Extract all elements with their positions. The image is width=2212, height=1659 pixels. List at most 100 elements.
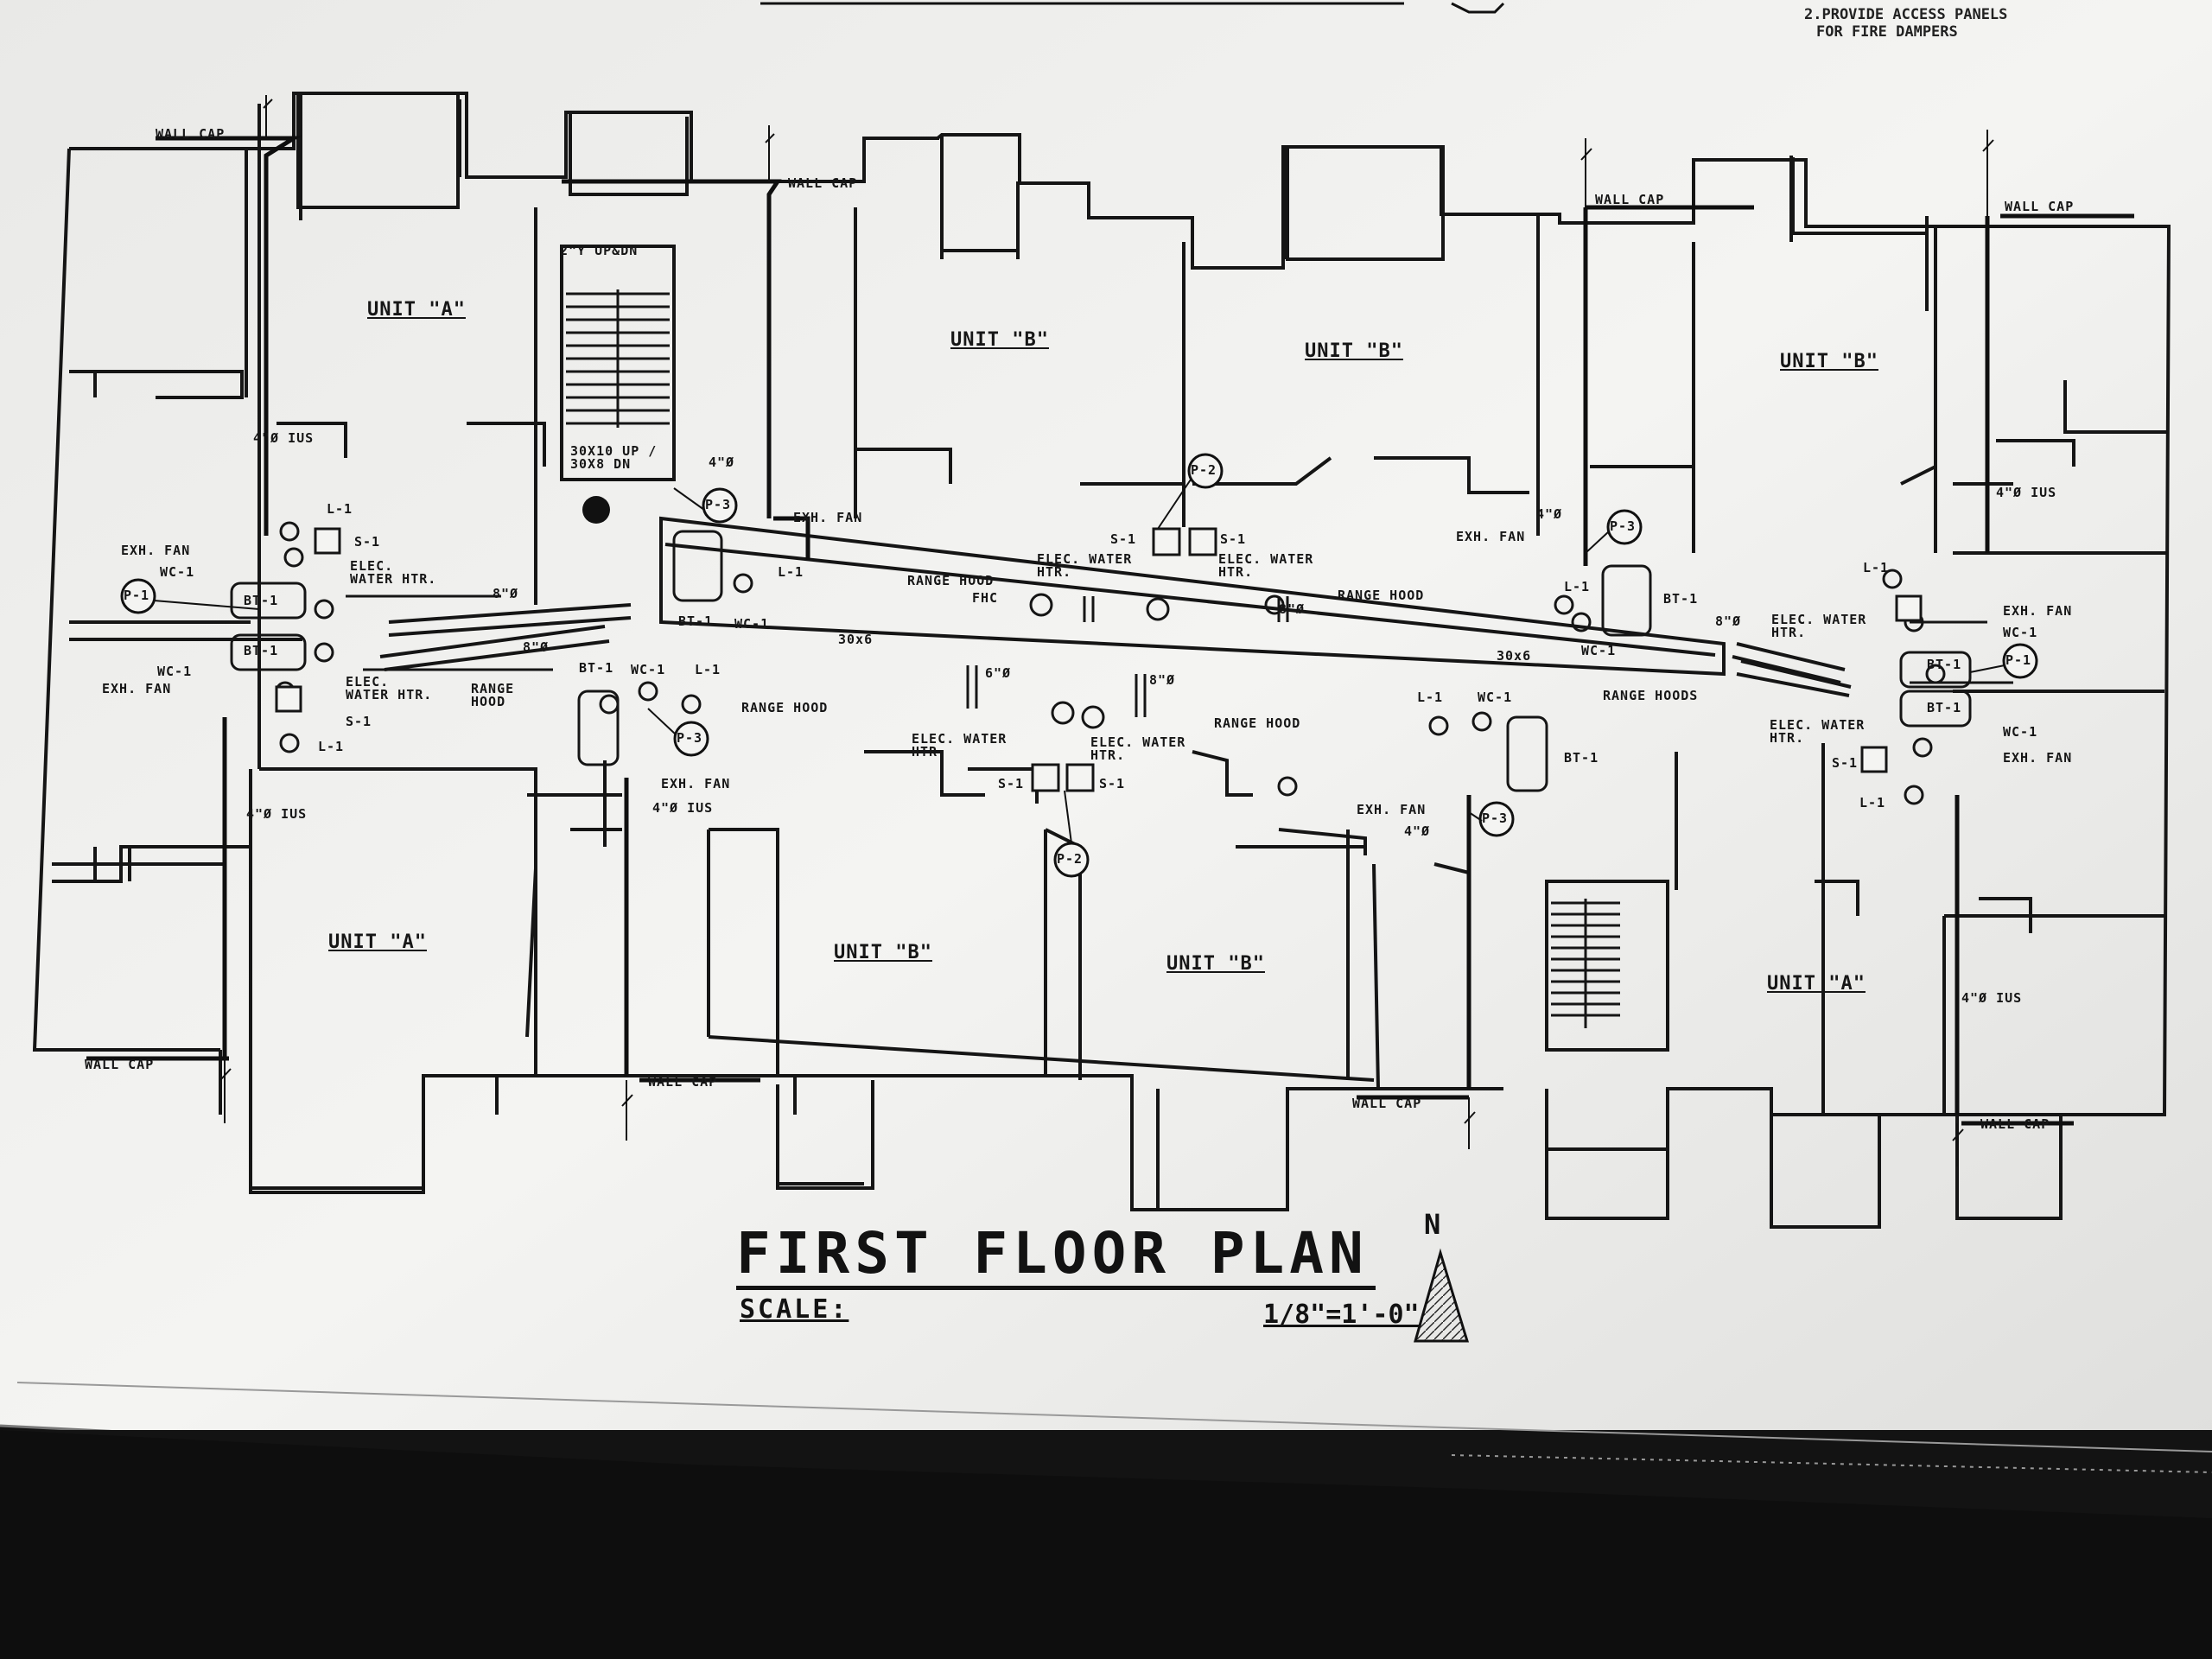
duct-30x6-label-1: 30x6: [838, 632, 874, 647]
wall-cap-label-3: WALL CAP: [1595, 192, 1665, 207]
riser-p1-tag-1: P-1: [124, 588, 150, 603]
d4-label-3: 4"Ø: [1404, 823, 1431, 839]
d8-label-4: 8"Ø: [1715, 613, 1742, 629]
unit-label-b-n2: UNIT "B": [1305, 340, 1403, 362]
top-border-fragment: [760, 2, 1505, 14]
tag-s1-5: S-1: [998, 776, 1025, 791]
tag-l1-1: L-1: [327, 501, 353, 517]
scale-label: SCALE:: [740, 1294, 849, 1325]
riser-leaders: [153, 479, 2005, 844]
range-hood-label-2: RANGE HOOD: [1338, 588, 1425, 603]
drawing-title: FIRST FLOOR PLAN: [736, 1220, 1369, 1287]
north-label: N: [1424, 1208, 1441, 1241]
d8-label-3: 8"Ø: [1279, 601, 1306, 617]
water-htr-label-5: ELEC. WATER HTR.: [912, 731, 1007, 760]
tag-l1-8: L-1: [1859, 795, 1886, 810]
tag-l1-2: L-1: [318, 739, 345, 754]
exh-fan-label-3: EXH. FAN: [793, 510, 863, 525]
wall-cap-label-6: WALL CAP: [648, 1074, 718, 1090]
stair-up-dn-label: 2"Y UP&DN: [560, 243, 639, 258]
tag-bt1-8: BT-1: [1927, 700, 1962, 715]
range-hoods-label: RANGE HOODS: [1603, 688, 1699, 703]
riser-p3-tag-4: P-3: [1482, 810, 1509, 826]
tag-s1-4: S-1: [1220, 531, 1247, 547]
exh-fan-label-2: EXH. FAN: [102, 681, 172, 696]
paper: [0, 0, 2212, 1514]
exh-fan-label-4: EXH. FAN: [1456, 529, 1526, 544]
range-hood-label-1: RANGE HOOD: [907, 573, 995, 588]
tag-wc1-7: WC-1: [2003, 625, 2038, 640]
d8-label-2: 8"Ø: [523, 639, 550, 655]
duct-30x6-label-2: 30x6: [1497, 648, 1532, 664]
riser-p3-tag-2: P-3: [1610, 518, 1637, 534]
water-htr-label-6: ELEC. WATER HTR.: [1090, 734, 1186, 763]
water-htr-label-7: ELEC. WATER HTR.: [1771, 612, 1867, 640]
range-hood-label-3: RANGE HOOD: [471, 681, 515, 709]
diagonal-ducts: [379, 603, 1852, 697]
d6-label-1: 6"Ø: [985, 665, 1012, 681]
tag-l1-7: L-1: [1863, 560, 1890, 575]
exhaust-ducts: [86, 136, 2134, 1126]
tag-wc1-5: WC-1: [1581, 643, 1617, 658]
riser-p2-tag-1: P-2: [1191, 462, 1217, 478]
tag-s1-7: S-1: [1832, 755, 1859, 771]
water-htr-label-2: ELEC. WATER HTR.: [346, 674, 433, 702]
unit-label-a-se: UNIT "A": [1767, 973, 1866, 995]
water-htr-label-4: ELEC. WATER HTR.: [1218, 551, 1314, 580]
water-htr-label-1: ELEC. WATER HTR.: [350, 558, 437, 587]
exh-fan-label-6: EXH. FAN: [2003, 750, 2073, 766]
branch-ducts: [346, 594, 2013, 717]
range-hood-label-4: RANGE HOOD: [741, 700, 829, 715]
duct-30x10-label: 30X10 UP / 30X8 DN: [570, 443, 658, 472]
exh-fan-label-8: EXH. FAN: [1357, 802, 1427, 817]
riser-p2-tag-2: P-2: [1057, 851, 1084, 867]
exh-fan-label-5: EXH. FAN: [2003, 603, 2073, 619]
tag-l1-3: L-1: [778, 564, 804, 580]
riser-p3-tag-1: P-3: [705, 497, 732, 512]
riser-p3-tag-3: P-3: [677, 730, 703, 746]
tag-bt1-4: BT-1: [579, 660, 614, 676]
tag-bt1-2: BT-1: [244, 643, 279, 658]
ius-label-5: 4"Ø IUS: [1961, 990, 2023, 1006]
tag-s1-6: S-1: [1099, 776, 1126, 791]
fhc-label: FHC: [972, 590, 999, 606]
ius-label-1: 4"Ø IUS: [253, 430, 315, 446]
tag-s1-1: S-1: [354, 534, 381, 550]
tag-l1-4: L-1: [695, 662, 721, 677]
unit-label-b-s2: UNIT "B": [1166, 953, 1265, 975]
tag-wc1-2: WC-1: [157, 664, 193, 679]
tag-s1-2: S-1: [346, 714, 372, 729]
unit-label-a-nw: UNIT "A": [367, 299, 466, 321]
d4-label-2: 4"Ø: [1536, 506, 1563, 522]
tag-wc1-3: WC-1: [734, 616, 770, 632]
tag-bt1-6: BT-1: [1564, 750, 1599, 766]
north-arrow-icon: [1414, 1248, 1470, 1343]
riser-symbols: [120, 453, 2038, 878]
tag-s1-3: S-1: [1110, 531, 1137, 547]
unit-label-b-n1: UNIT "B": [950, 329, 1049, 351]
note-line-1: 2.PROVIDE ACCESS PANELS: [1804, 6, 2008, 23]
stair-treads-north: [566, 289, 670, 428]
title-underline: [736, 1286, 1376, 1290]
water-htr-label-3: ELEC. WATER HTR.: [1037, 551, 1133, 580]
unit-label-a-sw: UNIT "A": [328, 931, 427, 953]
tag-bt1-3: BT-1: [678, 613, 714, 629]
water-heaters: [275, 527, 1923, 792]
note-line-2: FOR FIRE DAMPERS: [1816, 22, 1958, 41]
water-htr-label-8: ELEC. WATER HTR.: [1770, 717, 1866, 746]
stair-treads-south: [1551, 899, 1620, 1028]
tag-wc1-4: WC-1: [631, 662, 666, 677]
tag-wc1-8: WC-1: [2003, 724, 2038, 740]
tag-l1-6: L-1: [1564, 579, 1591, 594]
d8-label-5: 8"Ø: [1149, 672, 1176, 688]
wall-cap-label-4: WALL CAP: [2005, 199, 2075, 214]
walls: [32, 92, 2171, 1229]
ius-label-2: 4"Ø IUS: [1996, 485, 2057, 500]
wall-cap-label-2: WALL CAP: [788, 175, 858, 191]
tag-bt1-5: BT-1: [1663, 591, 1699, 607]
range-hood-label-5: RANGE HOOD: [1214, 715, 1301, 731]
tag-bt1-7: BT-1: [1927, 657, 1962, 672]
ius-label-4: 4"Ø IUS: [652, 800, 714, 816]
exh-fan-label-1: EXH. FAN: [121, 543, 191, 558]
